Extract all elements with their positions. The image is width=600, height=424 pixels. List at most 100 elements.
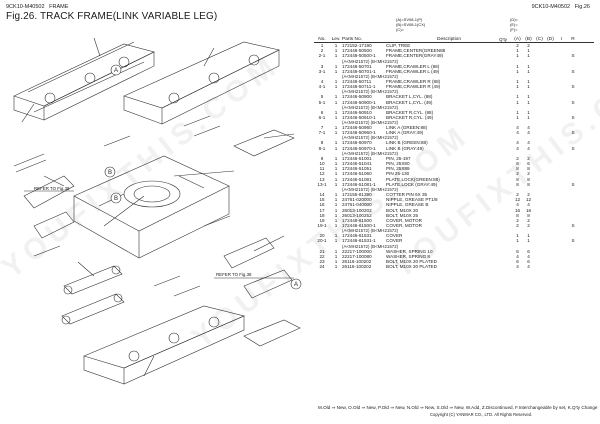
row-qty-b: 1 xyxy=(527,114,530,120)
row-description: NIPPLE, GREASE B xyxy=(386,202,429,208)
row-description: FRAME,CRAWLER L (88) xyxy=(386,63,440,69)
row-lev: 1 xyxy=(334,248,338,254)
col-r: R xyxy=(571,37,575,42)
row-qty-b: 1 xyxy=(527,238,530,244)
row-r: S xyxy=(571,181,575,187)
row-description: BRACKET L,CYL. (49) xyxy=(386,99,433,105)
row-description: FRAME,CENTER(GRAY49) xyxy=(386,53,444,59)
row-qty-b: 2 xyxy=(527,223,530,229)
row-part-no: 24761-040000 xyxy=(342,202,372,208)
row-qty-a: 8 xyxy=(516,176,519,182)
row-part-no: 172446-51041 xyxy=(342,161,372,166)
table-row-note: (A<MH21572) (B<MH21572) xyxy=(314,59,594,64)
row-qty-c xyxy=(534,84,545,89)
row-part-no: 172446-50701-1 xyxy=(342,68,376,74)
row-part-no: 172446-50701 xyxy=(342,63,372,69)
row-lev: 1 xyxy=(334,48,338,54)
table-row-note: (A<MH21572) (B<MH21572) xyxy=(314,89,594,94)
row-no: 17 xyxy=(319,207,325,213)
col-qty-a: (A) xyxy=(514,37,521,42)
row-no: 19 xyxy=(319,217,325,223)
header-model-section: 9CK10-M40502 FRAME xyxy=(6,4,68,10)
row-qty-b: 1 xyxy=(527,78,530,84)
note-e: (E)= xyxy=(510,22,518,27)
row-description: PIN 25-130 xyxy=(386,171,410,177)
row-part-no: 172152-17190 xyxy=(342,43,372,48)
page-title: Fig.26. TRACK FRAME(LINK VARIABLE LEG) xyxy=(6,11,218,22)
row-i xyxy=(556,130,567,135)
row-no: 12 xyxy=(319,171,325,177)
table-row-note: (A<MH21572) (B<MH21572) xyxy=(314,151,594,156)
row-no: 4 xyxy=(320,78,324,84)
row-qty-b: 1 xyxy=(527,48,530,54)
row-part-no: 172446-50970 xyxy=(342,140,372,146)
row-lev: 1 xyxy=(334,155,338,161)
row-i xyxy=(556,84,567,89)
row-part-no: 172446-51051 xyxy=(342,166,372,172)
row-qty-a: 2 xyxy=(516,223,519,229)
row-no: 20 xyxy=(319,233,325,239)
row-lev: 1 xyxy=(334,207,338,213)
row-qty-b: 6 xyxy=(527,248,530,254)
row-no: 7 xyxy=(320,125,324,131)
row-i xyxy=(556,146,567,151)
row-qty-a: 2 xyxy=(516,191,519,197)
row-qty-b: 4 xyxy=(527,145,530,151)
row-r: S xyxy=(571,114,575,120)
row-no: 5 xyxy=(320,94,324,100)
row-note: (A<MH21572) (B<MH21572) xyxy=(342,243,399,249)
row-qty-a: 2 xyxy=(516,155,519,161)
row-qty-d xyxy=(545,84,556,89)
parts-table-header: No. Lev. Parts No. Description (A) (B) (… xyxy=(314,36,594,43)
row-description: WASHER, SPRING 8 xyxy=(386,253,430,259)
row-lev: 1 xyxy=(334,43,338,48)
row-lev: 1 xyxy=(334,140,338,146)
parts-table: No. Lev. Parts No. Description (A) (B) (… xyxy=(314,36,594,269)
row-qty-c xyxy=(534,130,545,135)
row-qty-d xyxy=(545,146,556,151)
row-lev: 1 xyxy=(334,84,338,90)
row-lev: 1 xyxy=(334,171,338,177)
row-qty-a: 2 xyxy=(516,217,519,223)
row-qty-d xyxy=(545,53,556,58)
row-qty-b: 4 xyxy=(527,140,530,146)
model-notes-right: (D)= (E)= (F)= xyxy=(510,17,518,32)
qty-header: Q'ty xyxy=(499,37,508,42)
row-qty-a: 1 xyxy=(516,63,519,69)
table-row-note: (A<MH21572) (B<MH21572) xyxy=(314,228,594,233)
row-description: LINK A (GRAY:49) xyxy=(386,130,424,136)
row-description: BRACKET L,CYL. (88) xyxy=(386,94,433,100)
row-lev: 1 xyxy=(334,53,338,59)
row-no: 15 xyxy=(319,197,325,203)
row-i xyxy=(556,69,567,74)
row-lev: 1 xyxy=(334,176,338,182)
row-part-no: 172446-50900-1 xyxy=(342,99,376,105)
row-description: PIN, 25X80 xyxy=(386,161,410,166)
col-description: Description xyxy=(437,37,461,42)
header-model: 9CK10-M40502 xyxy=(6,4,45,10)
row-qty-b: 4 xyxy=(527,125,530,131)
row-qty-b: 2 xyxy=(527,191,530,197)
row-qty-a: 6 xyxy=(516,259,519,264)
row-qty-d xyxy=(545,182,556,187)
col-part-no: Parts No. xyxy=(342,37,362,42)
row-qty-b: 6 xyxy=(527,161,530,166)
row-no: 11 xyxy=(319,166,325,172)
row-lev: 1 xyxy=(334,145,338,151)
row-no: 9 xyxy=(320,155,324,161)
row-qty-d xyxy=(545,115,556,120)
row-qty-a: 1 xyxy=(516,99,519,105)
row-qty-c xyxy=(534,182,545,187)
row-r: S xyxy=(571,130,575,136)
row-no: 5-1 xyxy=(318,99,326,105)
row-qty-a: 6 xyxy=(516,161,519,166)
row-qty-a: 1 xyxy=(516,68,519,74)
col-qty-d: (D) xyxy=(547,37,554,42)
row-description: BOLT, M10X 20 PLATED xyxy=(386,259,437,264)
row-qty-b: 2 xyxy=(527,43,530,48)
